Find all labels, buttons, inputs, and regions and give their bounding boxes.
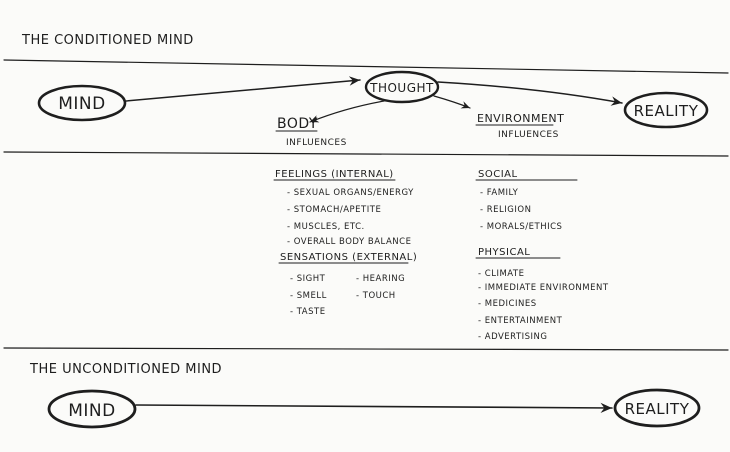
unconditioned-title: THE UNCONDITIONED MIND <box>29 362 222 377</box>
physical-item: - CLIMATE <box>478 269 525 279</box>
sensations-item: - TASTE <box>290 307 326 317</box>
social-item: - MORALS/ETHICS <box>480 222 562 232</box>
unconditioned-mind-label: MIND <box>68 401 116 421</box>
mind-node-label: MIND <box>58 94 106 114</box>
feelings-item: - MUSCLES, ETC. <box>287 222 365 232</box>
thought-to-environment-arrow <box>433 95 471 109</box>
environment-sub-label: INFLUENCES <box>498 130 559 140</box>
feelings-item: - SEXUAL ORGANS/ENERGY <box>287 188 414 198</box>
unconditioned-reality-ellipse <box>613 388 701 428</box>
sensations-item: - SMELL <box>290 291 327 301</box>
feelings-heading: FEELINGS (INTERNAL) <box>275 169 394 180</box>
physical-heading: PHYSICAL <box>478 247 530 258</box>
social-item: - FAMILY <box>480 188 519 198</box>
mind-node-ellipse <box>37 84 127 122</box>
thought-to-reality-arrow <box>437 81 623 106</box>
middle-divider <box>3 151 729 157</box>
reality-node-label: REALITY <box>634 102 699 120</box>
mind-to-thought-arrow <box>125 76 361 102</box>
body-label: BODY <box>277 116 318 132</box>
thought-node-label: THOUGHT <box>369 81 434 95</box>
social-item: - RELIGION <box>480 205 531 215</box>
unconditioned-mind-to-reality-arrow <box>135 402 613 414</box>
unconditioned-mind-ellipse <box>47 389 137 429</box>
conditioned-title: THE CONDITIONED MIND <box>21 33 194 48</box>
physical-item: - IMMEDIATE ENVIRONMENT <box>478 283 609 293</box>
body-sub-label: INFLUENCES <box>286 138 347 148</box>
thought-to-body-arrow <box>309 100 385 123</box>
reality-node-ellipse <box>623 91 709 129</box>
sensations-heading: SENSATIONS (EXTERNAL) <box>280 252 417 263</box>
physical-item: - ADVERTISING <box>478 332 548 342</box>
sensations-item: - SIGHT <box>290 274 326 284</box>
physical-item: - ENTERTAINMENT <box>478 316 563 326</box>
environment-label: ENVIRONMENT <box>477 112 564 125</box>
top-divider <box>3 59 729 74</box>
thought-node-ellipse <box>364 70 440 104</box>
unconditioned-reality-label: REALITY <box>625 400 690 418</box>
feelings-item: - OVERALL BODY BALANCE <box>287 237 411 247</box>
bottom-divider <box>3 347 729 351</box>
physical-item: - MEDICINES <box>478 299 537 309</box>
sensations-item: - TOUCH <box>356 291 396 301</box>
sensations-item: - HEARING <box>356 274 405 284</box>
social-heading: SOCIAL <box>478 169 518 180</box>
feelings-item: - STOMACH/APETITE <box>287 205 381 215</box>
